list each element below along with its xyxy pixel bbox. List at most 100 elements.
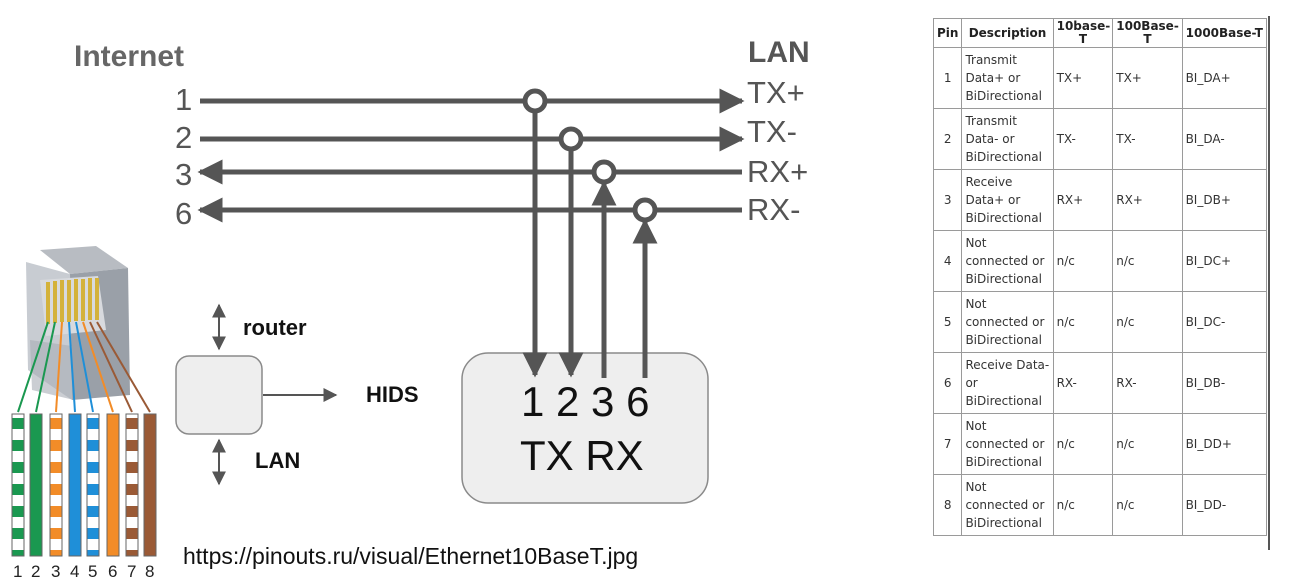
cell-10base-t: TX- <box>1052 108 1114 170</box>
lan-signal-rx-plus: RX+ <box>747 154 809 189</box>
cell-1000base-t: BI_DD+ <box>1181 413 1268 475</box>
cell-1000base-t: BI_DA- <box>1181 108 1268 170</box>
table-row: 8 Not connected or BiDirectional n/c n/c… <box>932 474 1268 536</box>
table-row: 6 Receive Data- or BiDirectional RX- RX-… <box>932 352 1268 414</box>
cell-10base-t: n/c <box>1052 230 1114 292</box>
cell-1000base-t: BI_DD- <box>1181 474 1268 536</box>
header-100base-t: 100Base-T <box>1112 18 1183 48</box>
cell-pin: 2 <box>932 108 963 170</box>
cell-10base-t: TX+ <box>1052 47 1114 109</box>
table-row: 3 Receive Data+ or BiDirectional RX+ RX+… <box>932 169 1268 231</box>
table-row: 4 Not connected or BiDirectional n/c n/c… <box>932 230 1268 292</box>
cell-10base-t: n/c <box>1052 413 1114 475</box>
wire-number-3: 3 <box>51 562 61 581</box>
tap-node-1 <box>522 88 548 114</box>
tap-node-3 <box>591 159 617 185</box>
internet-pin-3: 3 <box>175 157 193 192</box>
wire-7-white-brown <box>125 413 139 557</box>
internet-label: Internet <box>74 40 185 73</box>
cell-10base-t: RX+ <box>1052 169 1114 231</box>
lan-bottom-label: LAN <box>255 448 301 473</box>
cell-pin: 5 <box>932 291 963 353</box>
wire-number-1: 1 <box>13 562 23 581</box>
wire-2-green <box>29 413 43 557</box>
cell-100base-t: n/c <box>1112 474 1183 536</box>
cell-pin: 6 <box>932 352 963 414</box>
rj45-connector <box>17 246 151 413</box>
cell-100base-t: TX+ <box>1112 47 1183 109</box>
cell-pin: 8 <box>932 474 963 536</box>
router-box <box>175 355 263 435</box>
wire-1-white-green <box>11 413 25 557</box>
header-pin: Pin <box>932 18 963 48</box>
wire-3-white-orange <box>49 413 63 557</box>
cable-wires <box>11 413 157 557</box>
cell-description: Receive Data- or BiDirectional <box>961 352 1054 414</box>
tap-node-6 <box>632 197 658 223</box>
lan-label: LAN <box>748 36 810 69</box>
cell-pin: 1 <box>932 47 963 109</box>
cell-100base-t: n/c <box>1112 413 1183 475</box>
header-10base-t: 10base-T <box>1052 18 1114 48</box>
cell-10base-t: n/c <box>1052 474 1114 536</box>
hids-label: HIDS <box>366 382 419 407</box>
table-right-edge <box>1268 16 1270 550</box>
rj45-internal-wires <box>17 321 151 413</box>
router-label: router <box>243 315 307 340</box>
rj45-gold-contacts <box>46 278 99 324</box>
diagram-canvas <box>11 88 745 557</box>
wire-number-4: 4 <box>70 562 80 581</box>
tap-node-2 <box>558 126 584 152</box>
lan-signal-tx-minus: TX- <box>747 114 797 149</box>
cell-pin: 4 <box>932 230 963 292</box>
wire-number-7: 7 <box>127 562 137 581</box>
cell-1000base-t: BI_DA+ <box>1181 47 1268 109</box>
pinout-table-header: Pin Description 10base-T 100Base-T 1000B… <box>932 18 1268 48</box>
table-row: 7 Not connected or BiDirectional n/c n/c… <box>932 413 1268 475</box>
internet-pin-1: 1 <box>175 82 193 117</box>
wire-5-white-blue <box>86 413 100 557</box>
cell-1000base-t: BI_DC+ <box>1181 230 1268 292</box>
table-row: 2 Transmit Data- or BiDirectional TX- TX… <box>932 108 1268 170</box>
cell-10base-t: RX- <box>1052 352 1114 414</box>
hids-tx-rx-label: TX RX <box>520 432 644 479</box>
source-url: https://pinouts.ru/visual/Ethernet10Base… <box>183 543 639 569</box>
wire-6-orange <box>106 413 120 557</box>
cell-1000base-t: BI_DC- <box>1181 291 1268 353</box>
lan-signal-tx-plus: TX+ <box>747 75 805 110</box>
tap-diagram: Internet LAN 1 2 3 6 TX+ TX- RX+ RX- rou… <box>11 36 810 581</box>
cell-description: Not connected or BiDirectional <box>961 230 1054 292</box>
cell-1000base-t: BI_DB+ <box>1181 169 1268 231</box>
cell-100base-t: n/c <box>1112 291 1183 353</box>
internet-pin-6: 6 <box>175 196 193 231</box>
lan-signal-rx-minus: RX- <box>747 192 801 227</box>
cell-100base-t: TX- <box>1112 108 1183 170</box>
wire-8-brown <box>143 413 157 557</box>
hids-box <box>461 352 709 504</box>
cell-100base-t: RX+ <box>1112 169 1183 231</box>
cell-description: Receive Data+ or BiDirectional <box>961 169 1054 231</box>
cell-100base-t: RX- <box>1112 352 1183 414</box>
cell-10base-t: n/c <box>1052 291 1114 353</box>
wire-number-5: 5 <box>88 562 98 581</box>
cell-description: Not connected or BiDirectional <box>961 474 1054 536</box>
wire-4-blue <box>68 413 82 557</box>
cell-pin: 3 <box>932 169 963 231</box>
wire-number-8: 8 <box>145 562 155 581</box>
cell-description: Not connected or BiDirectional <box>961 413 1054 475</box>
cell-description: Transmit Data- or BiDirectional <box>961 108 1054 170</box>
header-description: Description <box>961 18 1054 48</box>
wire-number-2: 2 <box>31 562 41 581</box>
cell-description: Not connected or BiDirectional <box>961 291 1054 353</box>
pinout-table: Pin Description 10base-T 100Base-T 1000B… <box>932 18 1268 536</box>
cell-100base-t: n/c <box>1112 230 1183 292</box>
wire-number-6: 6 <box>108 562 118 581</box>
cell-pin: 7 <box>932 413 963 475</box>
table-row: 5 Not connected or BiDirectional n/c n/c… <box>932 291 1268 353</box>
header-1000base-t: 1000Base-T <box>1181 18 1268 48</box>
hids-pin-numbers: 1 2 3 6 <box>521 378 650 425</box>
cell-1000base-t: BI_DB- <box>1181 352 1268 414</box>
cell-description: Transmit Data+ or BiDirectional <box>961 47 1054 109</box>
internet-pin-2: 2 <box>175 120 193 155</box>
table-row: 1 Transmit Data+ or BiDirectional TX+ TX… <box>932 47 1268 109</box>
